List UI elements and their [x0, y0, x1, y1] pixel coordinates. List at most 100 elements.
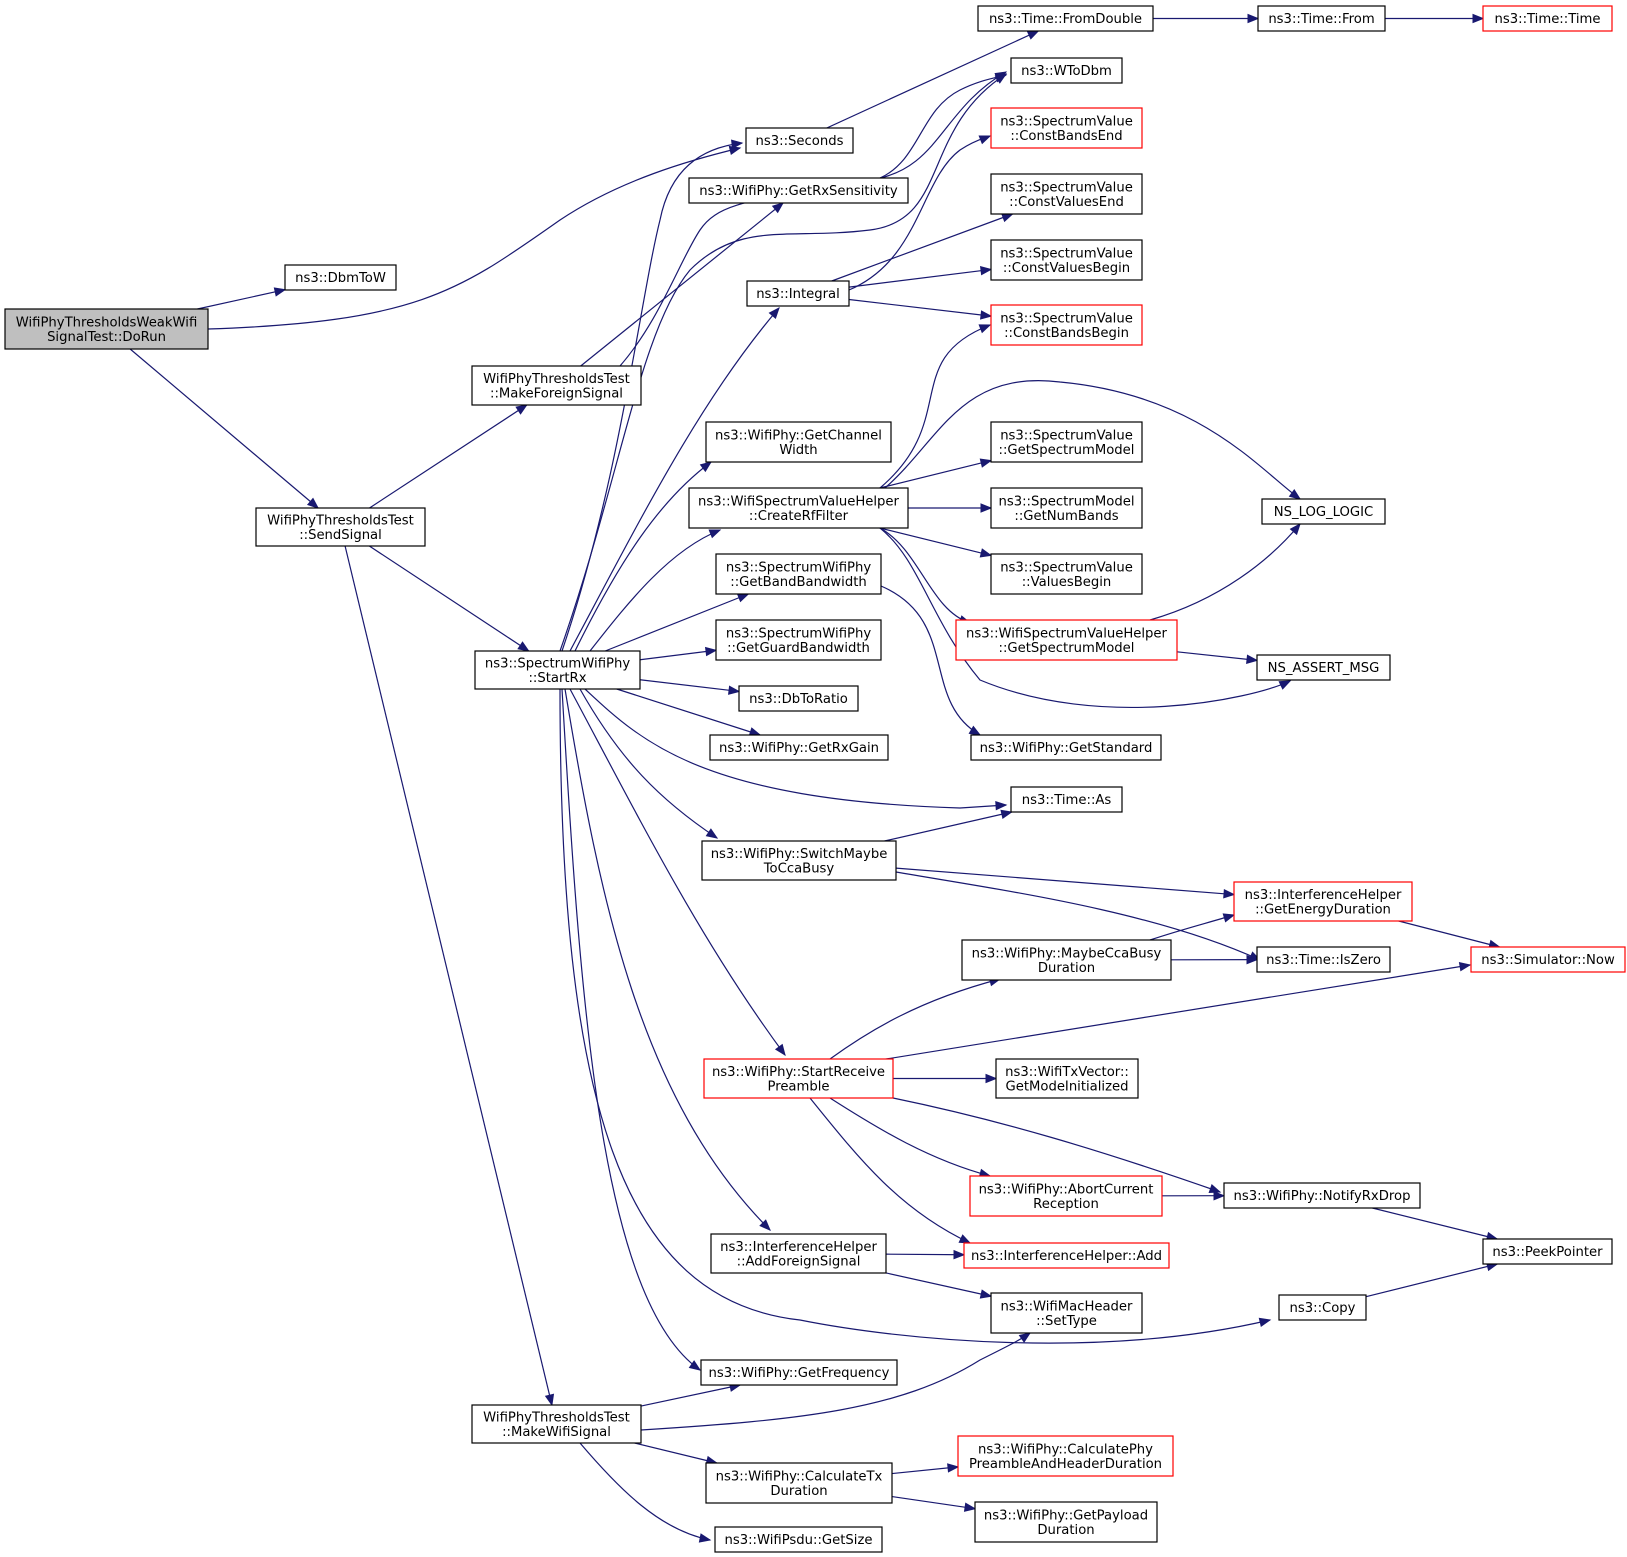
node-psdugetsize[interactable]: ns3::WifiPsdu::GetSize [714, 1526, 883, 1553]
node-dbtoratio[interactable]: ns3::DbToRatio [738, 685, 859, 712]
node-timefrom[interactable]: ns3::Time::From [1257, 5, 1386, 32]
edge-startrx-to-getfreq [561, 688, 702, 1371]
node-timeas[interactable]: ns3::Time::As [1010, 786, 1123, 813]
node-getstandard[interactable]: ns3::WifiPhy::GetStandard [970, 734, 1162, 761]
node-getmodeinit[interactable]: ns3::WifiTxVector::GetModeInitialized [995, 1058, 1139, 1099]
node-wsvhgetspecmodel[interactable]: ns3::WifiSpectrumValueHelper::GetSpectru… [955, 619, 1178, 661]
node-valuesbegin[interactable]: ns3::SpectrumValue::ValuesBegin [990, 553, 1143, 595]
node-label-line: WifiPhyThresholdsTest [483, 372, 630, 387]
edge-copy-to-peekpointer [1365, 1261, 1499, 1298]
node-box [284, 264, 397, 291]
node-label-line: ::MakeWifiSignal [502, 1425, 611, 1440]
node-simnow[interactable]: ns3::Simulator::Now [1470, 946, 1626, 973]
node-label-line: ns3::SpectrumWifiPhy [726, 560, 871, 575]
edge-sendsignal-to-startrx [369, 545, 530, 652]
edge-createrf-to-nsloglogic [884, 380, 1302, 500]
node-box [1261, 498, 1386, 525]
node-ihadd[interactable]: ns3::InterferenceHelper::Add [963, 1242, 1170, 1269]
node-dbmtow[interactable]: ns3::DbmToW [284, 264, 397, 291]
node-box [474, 650, 641, 690]
node-seconds[interactable]: ns3::Seconds [745, 127, 854, 154]
node-constvaluesbegin[interactable]: ns3::SpectrumValue::ConstValuesBegin [990, 239, 1143, 281]
edge-calctxdur-to-calcphypre [891, 1463, 960, 1475]
node-getfreq[interactable]: ns3::WifiPhy::GetFrequency [700, 1359, 898, 1386]
node-constbandsend[interactable]: ns3::SpectrumValue::ConstBandsEnd [990, 107, 1143, 149]
node-calcphypre[interactable]: ns3::WifiPhy::CalculatePhyPreambleAndHea… [957, 1435, 1174, 1477]
node-label-line: ns3::Time::As [1022, 793, 1112, 808]
node-nsassertmsg[interactable]: NS_ASSERT_MSG [1256, 654, 1391, 681]
node-box [255, 507, 426, 547]
edge-addforeign-to-settype [885, 1272, 993, 1299]
node-timetime[interactable]: ns3::Time::Time [1482, 5, 1613, 32]
node-getguardbw[interactable]: ns3::SpectrumWifiPhy::GetGuardBandwidth [715, 619, 882, 661]
node-label-line: ::CreateRfFilter [749, 509, 849, 524]
node-box [688, 487, 909, 529]
node-label-line: ns3::SpectrumValue [1000, 114, 1133, 129]
node-box [1010, 57, 1123, 84]
node-box [970, 734, 1162, 761]
node-label-line: ::ConstValuesEnd [1009, 195, 1124, 210]
node-label-line: ns3::WifiPhy::CalculatePhy [978, 1442, 1153, 1457]
node-getnumbands[interactable]: ns3::SpectrumModel::GetNumBands [990, 487, 1143, 529]
node-box [1482, 5, 1613, 32]
node-label-line: ::SendSignal [299, 528, 382, 543]
node-constbandsbegin[interactable]: ns3::SpectrumValue::ConstBandsBegin [990, 304, 1143, 346]
node-label-line: NS_ASSERT_MSG [1268, 661, 1380, 676]
node-box [995, 1058, 1139, 1099]
node-label-line: Duration [1038, 961, 1095, 976]
node-box [1223, 1182, 1421, 1209]
edge-dorun-to-sendsignal [129, 348, 320, 509]
node-box [714, 1526, 883, 1553]
node-label-line: ToCcaBusy [763, 861, 835, 876]
node-box [1010, 786, 1123, 813]
node-getspecmodel[interactable]: ns3::SpectrumValue::GetSpectrumModel [990, 421, 1143, 463]
node-constvaluesend[interactable]: ns3::SpectrumValue::ConstValuesEnd [990, 173, 1143, 215]
node-getrxgain[interactable]: ns3::WifiPhy::GetRxGain [709, 734, 889, 761]
arrowhead-icon [978, 135, 992, 145]
node-label-line: ns3::Time::IsZero [1266, 953, 1381, 968]
arrowhead-icon [273, 287, 287, 297]
node-startrx[interactable]: ns3::SpectrumWifiPhy::StartRx [474, 650, 641, 690]
node-box [990, 487, 1143, 529]
node-box [715, 553, 882, 595]
node-getbandbw[interactable]: ns3::SpectrumWifiPhy::GetBandBandwidth [715, 553, 882, 595]
node-label-line: ns3::WifiSpectrumValueHelper [966, 626, 1168, 641]
node-box [955, 619, 1178, 661]
edge-startrecvpre-to-abortcurrent [829, 1097, 992, 1178]
node-copy[interactable]: ns3::Copy [1278, 1294, 1367, 1321]
arrowhead-icon [736, 593, 750, 603]
node-box [1470, 946, 1626, 973]
node-iszero[interactable]: ns3::Time::IsZero [1256, 946, 1391, 973]
node-addforeign[interactable]: ns3::InterferenceHelper::AddForeignSigna… [710, 1233, 887, 1274]
node-label-line: ::ConstBandsEnd [1010, 129, 1122, 144]
node-sendsignal[interactable]: WifiPhyThresholdsTest::SendSignal [255, 507, 426, 547]
node-getenergydur[interactable]: ns3::InterferenceHelper::GetEnergyDurati… [1233, 881, 1413, 922]
node-box [705, 1462, 893, 1504]
node-box [990, 304, 1143, 346]
arrowhead-icon [1247, 13, 1260, 24]
node-getrxsens[interactable]: ns3::WifiPhy::GetRxSensitivity [688, 177, 909, 204]
arrowhead-icon [708, 529, 722, 539]
arrowhead-icon [985, 1073, 998, 1084]
node-fromdouble[interactable]: ns3::Time::FromDouble [977, 5, 1154, 32]
node-integral[interactable]: ns3::Integral [746, 280, 850, 307]
node-peekpointer[interactable]: ns3::PeekPointer [1482, 1238, 1613, 1265]
node-box [990, 1292, 1143, 1334]
node-label-line: ns3::Time::Time [1495, 12, 1601, 27]
node-notifyrxdrop[interactable]: ns3::WifiPhy::NotifyRxDrop [1223, 1182, 1421, 1209]
node-makeforeign[interactable]: WifiPhyThresholdsTest::MakeForeignSignal [471, 365, 642, 406]
node-createrf[interactable]: ns3::WifiSpectrumValueHelper::CreateRfFi… [688, 487, 909, 529]
node-label-line: ns3::WifiPhy::CalculateTx [716, 1469, 883, 1484]
edge-startrx-to-getbandbw [604, 593, 750, 652]
node-makewifi[interactable]: WifiPhyThresholdsTest::MakeWifiSignal [471, 1404, 642, 1444]
node-settype[interactable]: ns3::WifiMacHeader::SetType [990, 1292, 1143, 1334]
node-wtodbm[interactable]: ns3::WToDbm [1010, 57, 1123, 84]
node-nsloglogic[interactable]: NS_LOG_LOGIC [1261, 498, 1386, 525]
